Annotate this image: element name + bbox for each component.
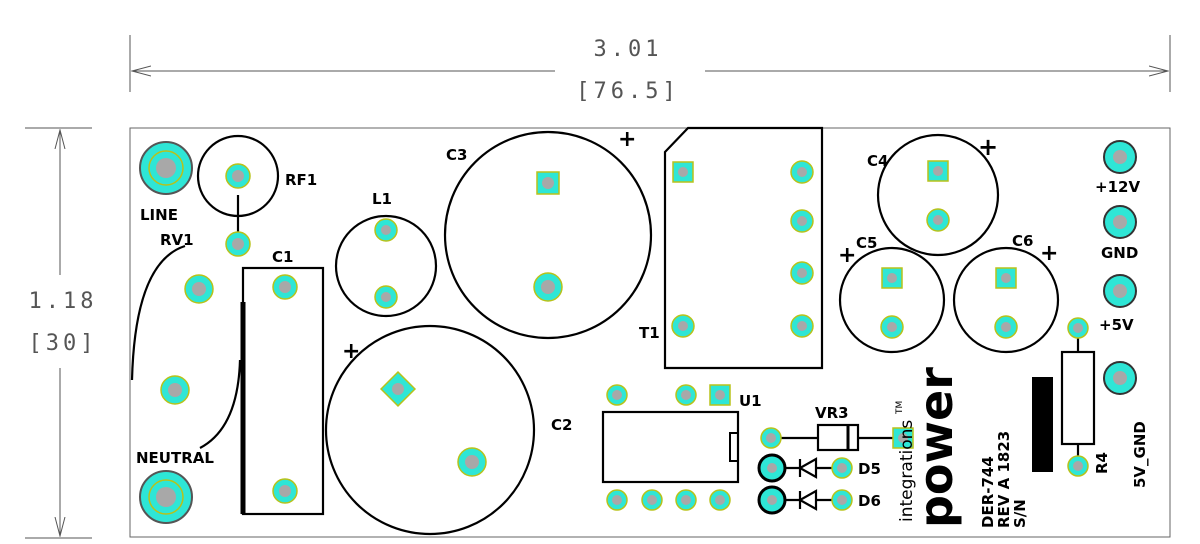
c1-outline: [241, 266, 325, 516]
c6-polarity: +: [1040, 241, 1058, 266]
label-c5: C5: [856, 234, 877, 252]
label-rv1: RV1: [160, 231, 194, 249]
pads-round: [160, 160, 1089, 511]
label-vr3: VR3: [815, 404, 849, 422]
logo-and-board-info: power integrations TM DER-744 REV A 1823…: [895, 367, 1053, 528]
silkscreen-labels: LINE NEUTRAL RF1 RV1 L1 C1 C2 C3 C4 C5 C…: [136, 127, 1149, 510]
label-t1: T1: [639, 324, 660, 342]
logo-power: power: [909, 367, 963, 528]
label-l1: L1: [372, 190, 392, 208]
label-c2: C2: [551, 416, 572, 434]
r4-outline: [1060, 350, 1096, 446]
label-u1: U1: [739, 392, 762, 410]
label-c4: C4: [867, 152, 888, 170]
label-d6: D6: [858, 492, 881, 510]
c4-outline: [876, 133, 1000, 257]
board-outline: [129, 127, 1171, 538]
serial-box: [1032, 377, 1053, 472]
board-rev: REV A 1823: [995, 431, 1013, 528]
label-neutral: NEUTRAL: [136, 449, 214, 467]
label-d5: D5: [858, 460, 881, 478]
label-plus5v: +5V: [1099, 316, 1134, 334]
terminal-pads: [139, 140, 1137, 524]
rv1-outline-top: [130, 244, 186, 381]
label-r4: R4: [1093, 452, 1111, 474]
c3-polarity: +: [618, 127, 636, 152]
label-c1: C1: [272, 248, 293, 266]
height-dimension: [25, 127, 92, 539]
square-pad-holes: [392, 166, 1011, 443]
u1-outline: [601, 410, 740, 484]
label-5v-gnd: 5V_GND: [1131, 421, 1149, 488]
c3-outline: [443, 130, 653, 340]
height-mm: [30]: [29, 331, 98, 356]
label-rf1: RF1: [285, 171, 317, 189]
c5-polarity: +: [838, 243, 856, 268]
component-outlines: [130, 126, 1096, 536]
logo-integrations: integrations: [897, 420, 917, 522]
board-id: DER-744: [979, 456, 997, 528]
c4-polarity: +: [978, 133, 998, 161]
vr3-outline: [816, 423, 860, 452]
rv1-outline-bottom: [199, 359, 242, 449]
c2-polarity: +: [342, 339, 360, 364]
width-mm: [76.5]: [576, 79, 679, 104]
label-line: LINE: [140, 206, 178, 224]
width-dimension: [129, 35, 1171, 92]
c5-outline: [838, 246, 946, 354]
diode-pads: [757, 453, 787, 515]
label-plus12v: +12V: [1095, 178, 1140, 196]
c2-outline: [324, 324, 536, 536]
board-sn: S/N: [1011, 499, 1029, 528]
c6-outline: [952, 246, 1060, 354]
l1-outline: [334, 214, 438, 318]
label-gnd: GND: [1101, 244, 1138, 262]
width-inches: 3.01: [594, 37, 663, 62]
label-c6: C6: [1012, 232, 1033, 250]
t1-outline: [663, 126, 824, 370]
logo-tm: TM: [895, 401, 905, 415]
label-c3: C3: [446, 146, 467, 164]
height-inches: 1.18: [29, 289, 98, 314]
